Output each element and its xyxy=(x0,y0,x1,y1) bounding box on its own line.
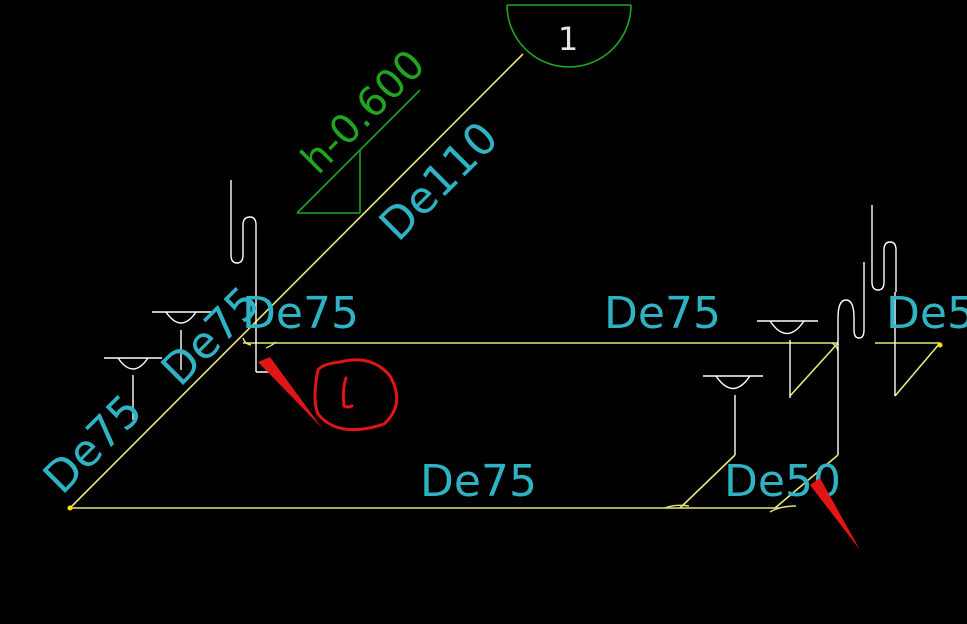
elevation-label: h-0.600 xyxy=(293,41,435,183)
fixtures xyxy=(104,180,897,455)
pipe-top-right-drop xyxy=(789,342,839,397)
label-top-right: De50 xyxy=(886,288,967,339)
fixture-basin-left-upper xyxy=(152,311,212,370)
section-marker-number: 1 xyxy=(558,20,578,58)
label-bottom-middle: De75 xyxy=(420,456,537,507)
label-top-left: De75 xyxy=(242,288,359,339)
pipe-network xyxy=(69,53,941,509)
red-arrow-left xyxy=(258,357,322,428)
elevation-leader-line xyxy=(296,89,421,214)
basin-bowl xyxy=(715,375,751,390)
pipe-bottom-branch-up xyxy=(679,454,736,509)
trap-pipe xyxy=(837,262,865,455)
joint-bottom-right xyxy=(769,505,797,513)
joint-dot-left xyxy=(67,505,73,511)
pipe-labels: De110 De75 De75 De75 De50 De75 De75 De50 xyxy=(34,112,967,507)
fixture-trap-right xyxy=(837,262,865,455)
red-circle-digit xyxy=(341,376,354,409)
joint-top-left-b xyxy=(265,341,277,349)
fixture-trap-far-right xyxy=(871,205,897,396)
label-top-middle: De75 xyxy=(604,288,721,339)
pipe-main-diagonal xyxy=(69,53,524,509)
joint-bottom-middle xyxy=(664,504,690,509)
trap-pipe xyxy=(230,180,257,372)
pipe-bottom-right-connector xyxy=(774,454,839,509)
label-main-riser: De110 xyxy=(370,112,509,251)
pipe-far-right-drop xyxy=(894,342,941,397)
fixture-basin-top-right xyxy=(757,320,818,398)
joints xyxy=(67,337,943,513)
basin-bowl xyxy=(769,320,805,335)
red-markup xyxy=(258,357,860,550)
trap-pipe xyxy=(871,205,897,292)
basin-bowl xyxy=(117,357,149,370)
section-marker: 1 xyxy=(506,4,632,68)
fixture-basin-bottom xyxy=(703,375,763,455)
joint-dot-far-right xyxy=(937,342,943,348)
section-marker-arc xyxy=(506,4,632,68)
red-arrow-right xyxy=(810,478,860,550)
basin-bowl xyxy=(165,311,197,324)
joint-top-left xyxy=(242,337,252,346)
fixture-basin-left-lower xyxy=(104,357,162,420)
red-circle-annotation xyxy=(313,358,399,432)
